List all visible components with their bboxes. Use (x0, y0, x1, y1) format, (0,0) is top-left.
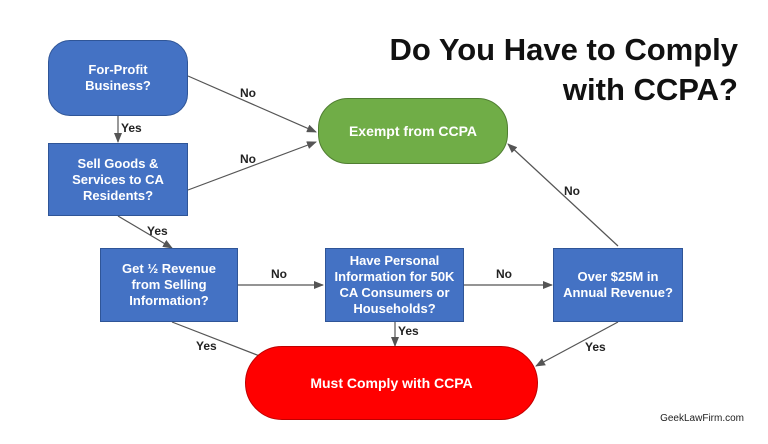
node-half-revenue: Get ½ Revenue from Selling Information? (100, 248, 238, 322)
node-must-comply: Must Comply with CCPA (245, 346, 538, 420)
edge-label-yes: Yes (121, 121, 142, 135)
node-for-profit: For-Profit Business? (48, 40, 188, 116)
edge-for-profit-to-exempt (187, 75, 317, 133)
edge-label-no: No (240, 152, 256, 166)
edge-half-revenue-to-comply (171, 321, 271, 361)
node-text: Over $25M in (577, 269, 659, 284)
title-line-1: Do You Have to Comply (389, 32, 738, 67)
edge-sell-goods-to-half-revenue (117, 215, 173, 249)
edge-label-yes: Yes (398, 324, 419, 338)
edge-label-no: No (564, 184, 580, 198)
node-text: Annual Revenue? (563, 285, 673, 300)
page-title: Do You Have to Comply with CCPA? (358, 30, 738, 110)
node-text: Exempt from CCPA (348, 123, 478, 139)
edge-over-25m-to-exempt (507, 143, 619, 247)
node-text: Services to CA (72, 171, 164, 187)
node-sell-goods: Sell Goods & Services to CA Residents? (48, 143, 188, 216)
node-text: Information for 50K (334, 269, 455, 284)
node-text: Information? (129, 293, 209, 308)
node-exempt: Exempt from CCPA (318, 98, 508, 164)
node-text: Must Comply with CCPA (310, 375, 473, 391)
node-text: Get ½ Revenue (122, 261, 216, 276)
edge-sell-goods-to-exempt (187, 141, 317, 191)
edge-label-no: No (496, 267, 512, 281)
node-personal-info: Have Personal Information for 50K CA Con… (325, 248, 464, 322)
node-text: Residents? (82, 187, 154, 203)
node-text: Business? (85, 78, 151, 93)
edge-label-yes: Yes (147, 224, 168, 238)
node-text: Sell Goods & (77, 155, 159, 171)
node-over-25m: Over $25M in Annual Revenue? (553, 248, 683, 322)
edge-label-no: No (240, 86, 256, 100)
footer-credit: GeekLawFirm.com (660, 413, 744, 424)
title-line-2: with CCPA? (562, 72, 738, 107)
node-text: CA Consumers or (339, 285, 450, 300)
node-text: Households? (353, 301, 436, 316)
node-text: from Selling (131, 277, 207, 292)
edge-label-no: No (271, 267, 287, 281)
edge-label-yes: Yes (585, 340, 606, 354)
node-text: Have Personal (349, 253, 440, 268)
node-text: For-Profit (88, 62, 148, 77)
edge-over-25m-to-comply (535, 321, 619, 367)
edge-label-yes: Yes (196, 339, 217, 353)
